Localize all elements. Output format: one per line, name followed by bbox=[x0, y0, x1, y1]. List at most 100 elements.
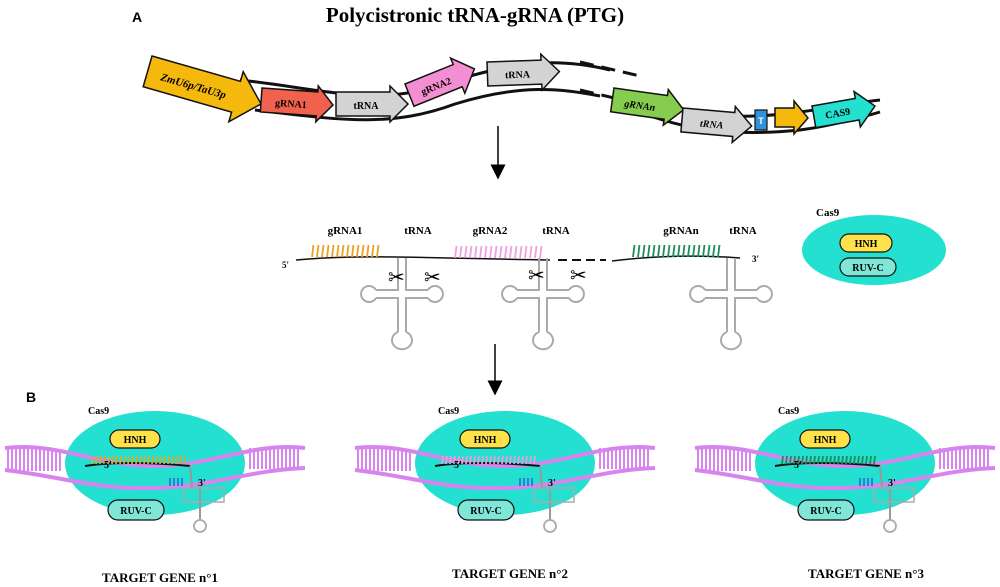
spacer-tooth bbox=[341, 244, 345, 258]
ruvc-domain bbox=[107, 499, 165, 521]
spacer-tooth bbox=[366, 244, 370, 258]
spacer-tooth bbox=[717, 244, 721, 258]
trna-cloverleaf-icon bbox=[501, 258, 585, 351]
spacer-tooth bbox=[707, 244, 711, 258]
trna-t-loop bbox=[568, 285, 585, 303]
spacer-tooth bbox=[459, 245, 463, 259]
guide-spacer bbox=[441, 455, 536, 465]
dna-rungs bbox=[357, 448, 649, 471]
panel-a-title: Polycistronic tRNA-gRNA (PTG) bbox=[326, 3, 624, 27]
panel-b-letter: B bbox=[26, 389, 36, 405]
trna-anticodon-loop bbox=[391, 331, 413, 351]
spacer-tooth bbox=[484, 245, 488, 259]
spacer-tooth bbox=[336, 244, 340, 258]
spacer-tooth bbox=[667, 244, 671, 258]
spacer-tooth bbox=[454, 245, 458, 259]
trna2-label: tRNA bbox=[505, 69, 531, 81]
cas9-protein-hnh: HNH bbox=[855, 239, 878, 250]
spacer-tooth bbox=[657, 244, 661, 258]
ruvc-label: RUV-C bbox=[120, 506, 151, 517]
spacer-tooth bbox=[356, 244, 360, 258]
spacer-tooth bbox=[331, 244, 335, 258]
grna-scaffold-box bbox=[533, 487, 575, 503]
spacer-tooth bbox=[692, 244, 696, 258]
spacer-tooth bbox=[529, 245, 533, 259]
transcript-label-grnan: gRNAn bbox=[663, 225, 698, 237]
spacer-tooth bbox=[311, 244, 315, 258]
spacer-tooth bbox=[316, 244, 320, 258]
ruvc-label: RUV-C bbox=[470, 506, 501, 517]
trna-t-loop bbox=[427, 285, 444, 303]
transcript-label-grna1: gRNA1 bbox=[328, 225, 363, 237]
spacer-tooth bbox=[464, 245, 468, 259]
grna-scaffold-box bbox=[873, 487, 915, 503]
ruvc-domain bbox=[797, 499, 855, 521]
hnh-label: HNH bbox=[814, 435, 837, 446]
grna1-element: gRNA1 bbox=[259, 83, 334, 124]
svg-text:✂: ✂ bbox=[424, 265, 441, 289]
spacer-tooth bbox=[321, 244, 325, 258]
dna-strand bbox=[354, 466, 656, 491]
ruvc-domain bbox=[457, 499, 515, 521]
spacer-tooth bbox=[712, 244, 716, 258]
pam-marks bbox=[859, 478, 873, 486]
scissors-icon: ✂ ✂ ✂ ✂ bbox=[388, 263, 587, 289]
trna-stem bbox=[376, 258, 428, 332]
dna-strand bbox=[694, 466, 996, 491]
spacer-tooth bbox=[469, 245, 473, 259]
spacer-grnan bbox=[632, 244, 721, 258]
trna-cloverleaf-icon bbox=[360, 258, 444, 351]
spacer-tooth bbox=[524, 245, 528, 259]
grna2-element: gRNA2 bbox=[404, 56, 476, 108]
target-gene-3: TARGET GENE n°3 bbox=[808, 566, 924, 581]
spacer-tooth bbox=[494, 245, 498, 259]
spacer-tooth bbox=[479, 245, 483, 259]
spacer-tooth bbox=[672, 244, 676, 258]
trna-d-loop bbox=[501, 285, 518, 303]
spacer-tooth bbox=[499, 245, 503, 259]
spacer-tooth bbox=[534, 245, 538, 259]
transcript-label-trna3: tRNA bbox=[729, 225, 757, 237]
spacer-tooth bbox=[514, 245, 518, 259]
spacer-tooth bbox=[346, 244, 350, 258]
trna1-label: tRNA bbox=[354, 101, 380, 112]
trna2-element: tRNA bbox=[486, 52, 561, 92]
cas9-title: Cas9 bbox=[778, 406, 799, 417]
spacer-tooth bbox=[504, 245, 508, 259]
spacer-tooth bbox=[702, 244, 706, 258]
svg-text:✂: ✂ bbox=[528, 263, 545, 287]
spacer-tooth bbox=[376, 244, 380, 258]
cas9-protein-title: Cas9 bbox=[816, 207, 840, 219]
trna-anticodon-loop bbox=[532, 331, 554, 351]
hnh-domain bbox=[799, 429, 851, 449]
transcript-line-2 bbox=[611, 255, 741, 262]
hnh-label: HNH bbox=[124, 435, 147, 446]
cas9-gene-element: CAS9 bbox=[811, 89, 877, 129]
transcript-5prime: 5' bbox=[282, 260, 289, 270]
svg-text:✂: ✂ bbox=[570, 263, 587, 287]
pam-marks bbox=[519, 478, 533, 486]
cas9-title: Cas9 bbox=[88, 406, 109, 417]
grna-scaffold-loop bbox=[193, 519, 207, 533]
trna3-element: tRNA bbox=[680, 104, 753, 145]
spacer-tooth bbox=[351, 244, 355, 258]
trna3-label: tRNA bbox=[700, 119, 725, 132]
spacer-grna2 bbox=[454, 245, 543, 259]
complex-5prime: 5' bbox=[794, 460, 802, 471]
spacer-tooth bbox=[647, 244, 651, 258]
spacer-tooth bbox=[662, 244, 666, 258]
spacer-tooth bbox=[371, 244, 375, 258]
dna-strand bbox=[4, 466, 306, 491]
grnan-label: gRNAn bbox=[623, 99, 657, 114]
spacer-tooth bbox=[697, 244, 701, 258]
complex-3prime: 3' bbox=[888, 478, 896, 489]
guide-spacer bbox=[91, 455, 186, 465]
trna-d-loop bbox=[360, 285, 377, 303]
grnan-element: gRNAn bbox=[609, 87, 685, 127]
spacer-tooth bbox=[509, 245, 513, 259]
trna1-element: tRNA bbox=[335, 84, 410, 124]
target-gene-2: TARGET GENE n°2 bbox=[452, 566, 568, 581]
